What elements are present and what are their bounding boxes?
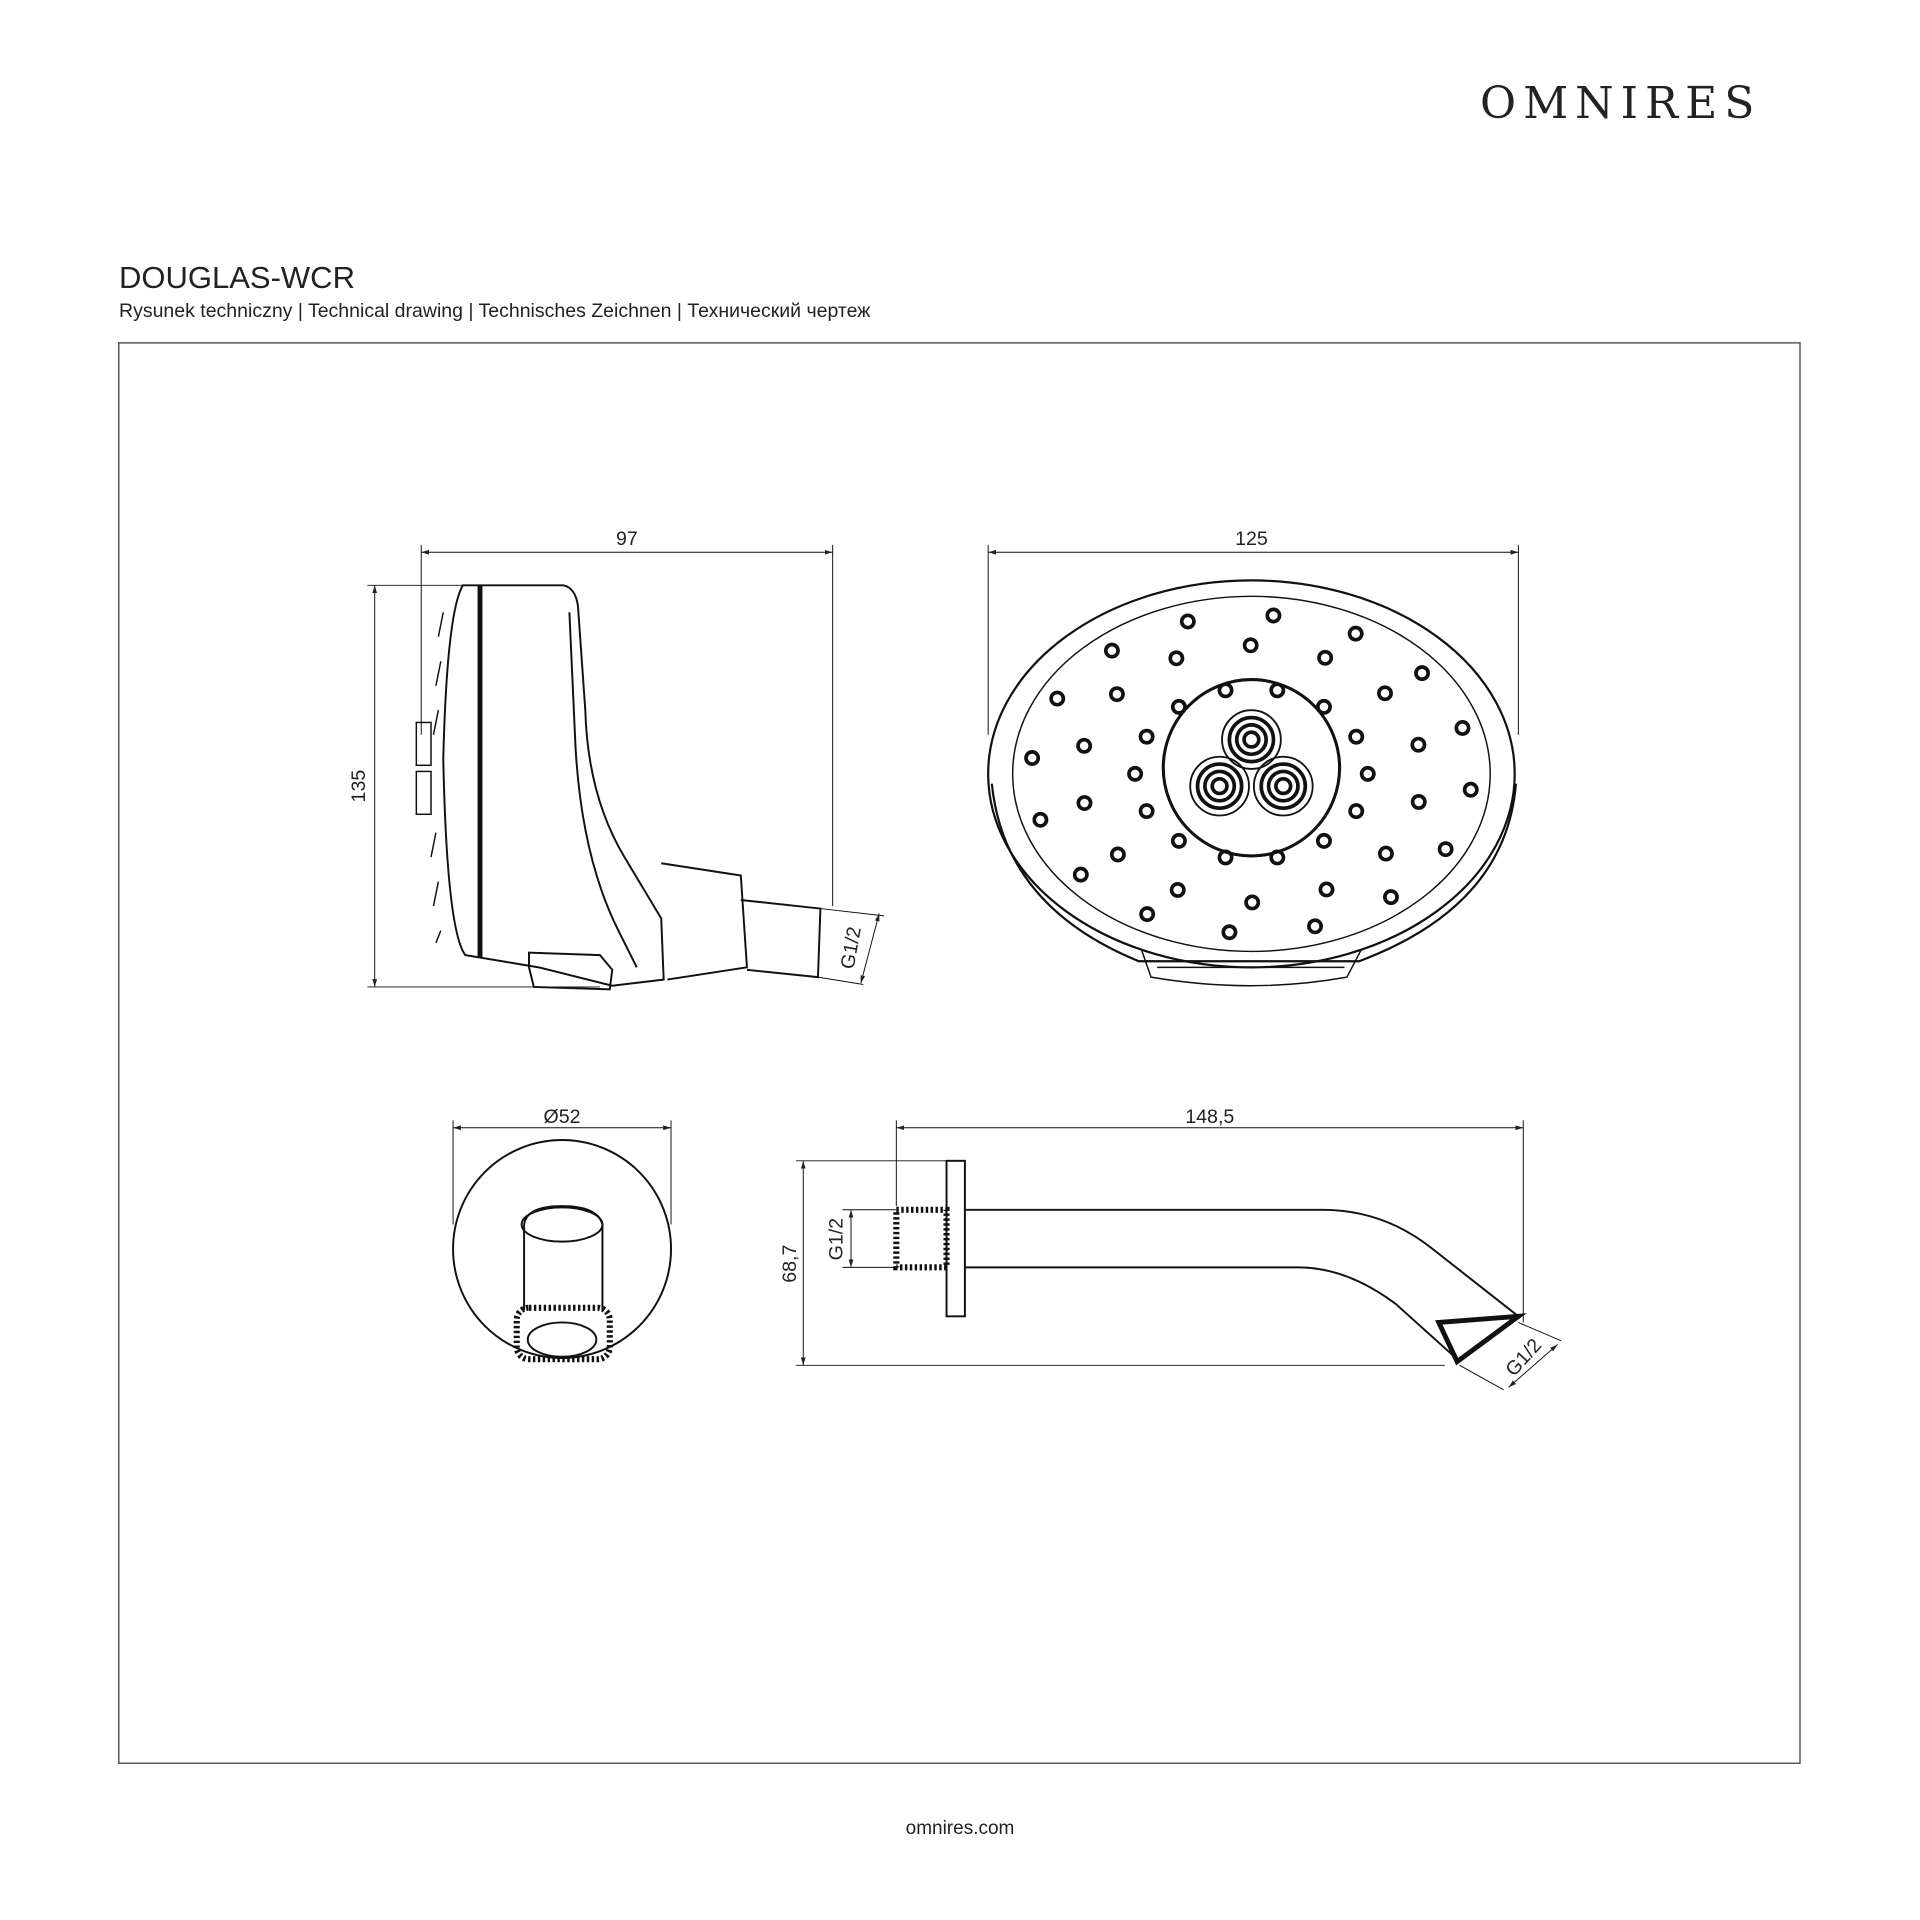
dim-side-thread: G1/2 bbox=[837, 925, 866, 971]
shower-arm-front-view bbox=[452, 1120, 672, 1363]
massage-jet bbox=[1266, 769, 1300, 803]
nozzle-dot bbox=[1169, 882, 1186, 898]
nozzle-dot bbox=[1108, 686, 1125, 703]
nozzle-dot bbox=[1138, 728, 1155, 745]
nozzle-dot bbox=[1217, 849, 1234, 866]
nozzle-dot bbox=[1347, 625, 1364, 642]
shower-head-front-view bbox=[987, 544, 1519, 987]
nozzle-dot bbox=[1462, 781, 1479, 798]
nozzle-dot bbox=[1138, 803, 1155, 820]
massage-jet bbox=[1189, 755, 1250, 817]
nozzle-dot bbox=[1265, 607, 1282, 624]
nozzle-dot bbox=[1315, 832, 1332, 849]
footer-url: omnires.com bbox=[905, 1818, 1015, 1839]
nozzle-dot bbox=[1168, 650, 1185, 667]
product-title: DOUGLAS-WCR bbox=[119, 260, 355, 295]
nozzle-dot bbox=[1127, 765, 1144, 782]
nozzle-dot bbox=[1359, 765, 1376, 782]
nozzle-dot bbox=[1103, 642, 1120, 659]
nozzle-dot bbox=[1317, 649, 1334, 666]
drawing-subtitle: Rysunek techniczny | Technical drawing |… bbox=[119, 300, 871, 322]
nozzle-dot bbox=[1414, 665, 1431, 682]
nozzle-dot bbox=[1269, 682, 1286, 699]
nozzle-dot bbox=[1139, 906, 1156, 923]
nozzle-dot bbox=[1024, 750, 1041, 766]
dim-flange-diameter: Ø52 bbox=[544, 1106, 581, 1128]
massage-jet bbox=[1234, 723, 1268, 757]
dim-arm-thread-outlet: G1/2 bbox=[1501, 1334, 1546, 1380]
dim-arm-height: 68,7 bbox=[779, 1245, 801, 1283]
nozzle-dot bbox=[1072, 866, 1089, 883]
nozzle-dot bbox=[1217, 682, 1234, 699]
nozzle-dot bbox=[1348, 728, 1365, 745]
massage-jet bbox=[1227, 715, 1276, 764]
nozzle-dot bbox=[1109, 846, 1126, 863]
nozzle-dot bbox=[1348, 803, 1365, 820]
massage-jet bbox=[1195, 762, 1244, 810]
nozzle-dot bbox=[1377, 845, 1394, 862]
brand-logo: OMNIRES bbox=[1480, 78, 1762, 129]
dim-front-diameter: 125 bbox=[1235, 528, 1268, 550]
nozzle-dot bbox=[1221, 924, 1238, 941]
nozzle-dot bbox=[1437, 841, 1454, 858]
nozzle-dot bbox=[1410, 793, 1427, 810]
nozzle-dot bbox=[1049, 690, 1066, 707]
massage-jet bbox=[1274, 776, 1293, 796]
massage-jet bbox=[1242, 730, 1261, 749]
massage-jet bbox=[1210, 776, 1229, 796]
nozzle-dot bbox=[1076, 737, 1093, 754]
shower-arm-side-view bbox=[795, 1120, 1562, 1391]
massage-jet bbox=[1252, 755, 1314, 817]
drawing-frame bbox=[118, 342, 1801, 1764]
nozzle-dot bbox=[1170, 698, 1187, 715]
nozzle-dot bbox=[1179, 613, 1196, 630]
nozzle-dot bbox=[1269, 849, 1286, 866]
nozzle-dot bbox=[1170, 832, 1187, 849]
nozzle-dot bbox=[1242, 637, 1259, 654]
nozzle-dot bbox=[1382, 889, 1399, 906]
massage-jet bbox=[1259, 762, 1308, 810]
nozzle-dot bbox=[1377, 685, 1393, 702]
nozzle-dot bbox=[1454, 719, 1471, 736]
dim-side-height: 135 bbox=[348, 770, 370, 803]
dim-arm-thread-inlet: G1/2 bbox=[825, 1218, 847, 1260]
dim-arm-length: 148,5 bbox=[1185, 1106, 1234, 1128]
nozzle-dot bbox=[1315, 698, 1332, 715]
nozzle-dot bbox=[1307, 918, 1323, 935]
nozzle-dot bbox=[1410, 736, 1427, 753]
shower-head-side-view bbox=[367, 544, 885, 991]
massage-jet bbox=[1221, 709, 1282, 770]
massage-jet bbox=[1203, 769, 1237, 803]
nozzle-dot bbox=[1076, 795, 1093, 811]
nozzle-dot bbox=[1032, 811, 1049, 828]
dim-side-width: 97 bbox=[616, 528, 638, 550]
nozzle-dot bbox=[1244, 894, 1261, 911]
nozzle-dot bbox=[1318, 881, 1335, 898]
